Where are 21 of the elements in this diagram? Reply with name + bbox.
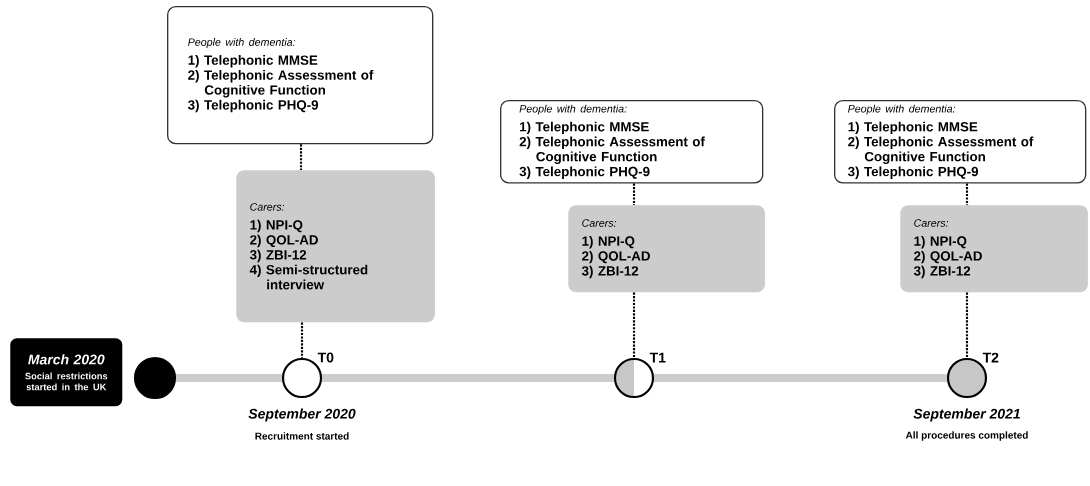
event-box: March 2020 Social restrictions started in the UK [10,338,123,407]
dotted-connector [632,183,636,205]
dotted-connector [300,322,304,358]
date-label: September 2021 [913,408,1020,422]
assessment-box: People with dementia: 1) Telephonic MMSE 2) Telephonic Assessment of Cognitive Function 3) Telephonic PHQ-9 [167,6,434,145]
carer-assessment-box: Carers: 1) NPI-Q 2) QOL-AD 3) ZBI-12 [568,205,765,293]
date-label: September 2020 [248,408,356,422]
note-label: Recruitment started [255,432,349,440]
dotted-connector [965,292,969,358]
assessment-box: People with dementia: 1) Telephonic MMSE 2) Telephonic Assessment of Cognitive Function 3) Telephonic PHQ-9 [834,100,1087,184]
dotted-connector [299,144,303,170]
carer-assessment-box: Carers: 1) NPI-Q 2) QOL-AD 3) ZBI-12 [900,205,1088,293]
milestone-label: T0 [317,352,334,363]
milestone-circle [133,356,177,400]
milestone-label: T1 [649,352,666,363]
carer-assessment-box: Carers: 1) NPI-Q 2) QOL-AD 3) ZBI-12 4) Semi-structured interview [236,170,435,323]
assessment-box: People with dementia: 1) Telephonic MMSE 2) Telephonic Assessment of Cognitive Function 3) Telephonic PHQ-9 [500,100,764,184]
dotted-connector [965,183,969,205]
milestone-label: T2 [982,352,999,363]
note-label: All procedures completed [905,431,1028,441]
dotted-connector [632,292,636,358]
